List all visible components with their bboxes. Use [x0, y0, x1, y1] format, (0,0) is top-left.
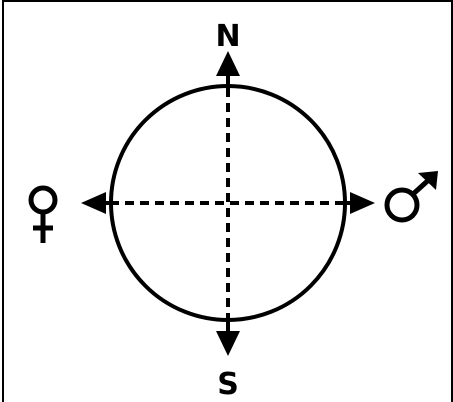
arrow-stems — [104, 74, 352, 333]
east-arrow — [350, 192, 375, 214]
female-symbol-icon — [28, 185, 58, 243]
male-symbol-icon — [384, 174, 435, 223]
axes — [110, 88, 346, 320]
arrows — [81, 51, 375, 356]
south-arrow — [216, 331, 240, 356]
south-label: S — [217, 367, 239, 402]
west-arrow — [81, 192, 106, 214]
north-arrow — [216, 51, 240, 76]
north-label: N — [215, 19, 240, 54]
male-symbol-arrowhead — [418, 171, 438, 190]
